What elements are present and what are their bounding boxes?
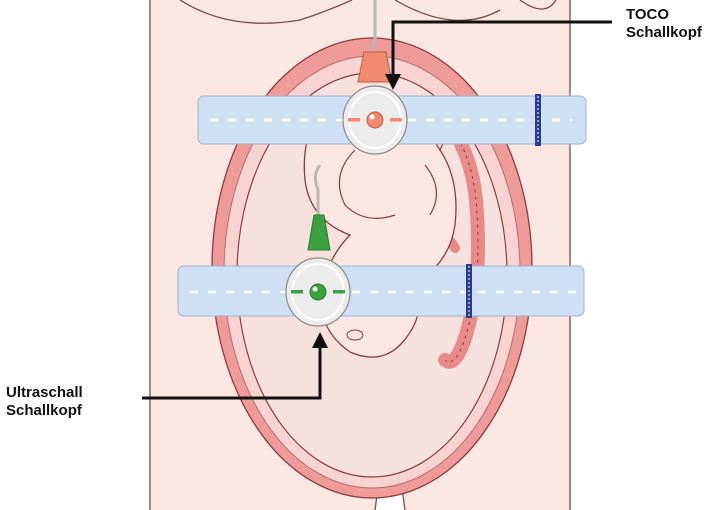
ultrasound-label-line2: Schallkopf bbox=[6, 402, 83, 420]
ultrasound-transducer-label: Ultraschall Schallkopf bbox=[6, 384, 83, 420]
ultrasound-label-line1: Ultraschall bbox=[6, 384, 83, 402]
toco-transducer-label: TOCO Schallkopf bbox=[626, 6, 702, 42]
toco-label-line1: TOCO bbox=[626, 6, 702, 24]
lower-belt bbox=[178, 264, 584, 318]
toco-label-line2: Schallkopf bbox=[626, 24, 702, 42]
